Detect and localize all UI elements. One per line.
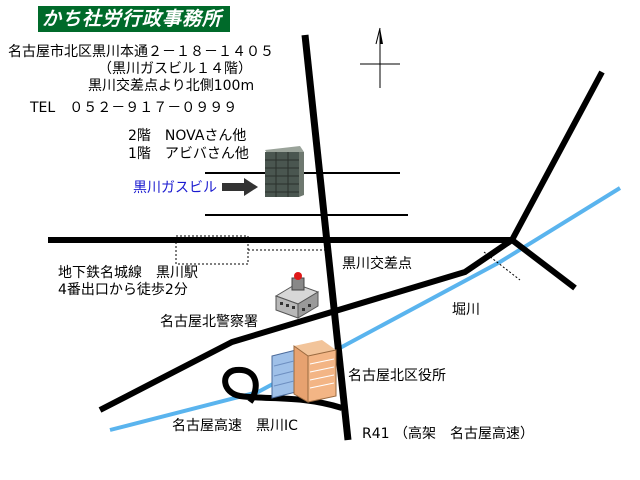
intersection-label: 黒川交差点 — [342, 256, 412, 272]
station-line2: 4番出口から徒歩2分 — [58, 282, 188, 298]
river-label: 堀川 — [452, 302, 480, 318]
road-southwest — [98, 237, 514, 413]
hori-river — [109, 186, 622, 432]
address-line3: 黒川交差点より北側100m — [88, 78, 255, 94]
building-floor2: 2階 NOVAさん他 — [128, 128, 247, 144]
office-title: かち社労行政事務所 — [38, 6, 230, 32]
building-floor1: 1階 アビバさん他 — [128, 146, 249, 162]
expressway-ic-loop — [222, 366, 343, 411]
address-line2: （黒川ガスビル１４階） — [98, 61, 252, 77]
police-label: 名古屋北警察署 — [160, 314, 258, 330]
ward-office-label: 名古屋北区役所 — [348, 368, 446, 384]
route-41 — [301, 34, 352, 441]
ward-office-building-icon — [271, 340, 337, 403]
road-southeast — [510, 237, 577, 291]
telephone: TEL ０５２－９１７－０９９９ — [30, 100, 238, 116]
gas-building-icon — [265, 146, 304, 197]
right-arrow-icon — [222, 178, 258, 196]
address-line1: 名古屋市北区黒川本通２－１８－１４０５ — [8, 44, 274, 60]
route41-label: R41 （高架 名古屋高速） — [362, 426, 534, 442]
road-northeast — [509, 70, 605, 242]
gas-building-label: 黒川ガスビル — [133, 180, 217, 196]
expressway-ic-label: 名古屋高速 黒川IC — [172, 418, 298, 434]
station-line1: 地下鉄名城線 黒川駅 — [58, 265, 198, 281]
police-station-icon — [274, 272, 320, 319]
north-arrow-icon — [360, 27, 400, 88]
